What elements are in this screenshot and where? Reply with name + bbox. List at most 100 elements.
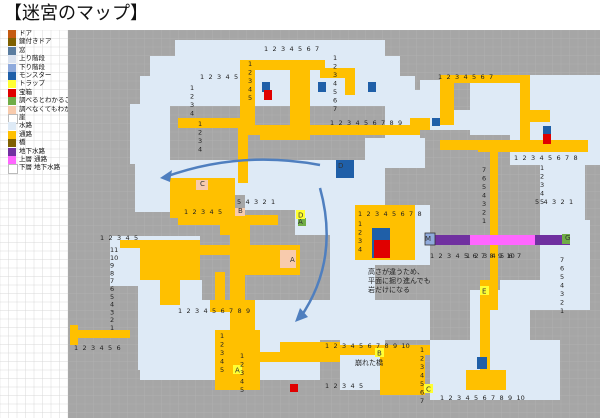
passage	[440, 75, 530, 83]
grid-number: 2	[475, 252, 479, 260]
passage	[70, 325, 78, 345]
grid-number: 3	[347, 119, 351, 127]
trap-label: B	[377, 350, 382, 358]
grid-number: 6	[420, 389, 424, 397]
grid-number: 4	[198, 146, 202, 154]
passage	[490, 140, 498, 310]
trap-icon	[296, 210, 305, 219]
grid-number: 1	[330, 119, 334, 127]
passage	[140, 240, 200, 280]
underground-waterway-icon	[8, 147, 16, 156]
grid-number: 2	[449, 394, 453, 402]
passage	[520, 118, 530, 148]
grid-number: 5	[237, 198, 241, 206]
grid-number: 2	[367, 210, 371, 218]
grid-number: 3	[91, 344, 95, 352]
grid-number: 3	[240, 369, 244, 377]
grid-number: 2	[248, 69, 252, 77]
trap-icon	[233, 365, 242, 374]
monster-icon	[262, 82, 270, 92]
grid-number: 2	[334, 382, 338, 390]
stairs-up-icon	[8, 55, 16, 64]
grid-number: 4	[492, 252, 496, 260]
grid-number: 2	[333, 63, 337, 71]
grid-number: 2	[540, 173, 544, 181]
waterway-icon	[8, 122, 16, 131]
grid-number: 1	[325, 382, 329, 390]
grid-number: 2	[263, 198, 267, 206]
grid-number: 3	[482, 200, 486, 208]
grid-number: 2	[190, 93, 194, 101]
grid-number: 2	[110, 316, 114, 324]
trap-icon	[424, 384, 433, 393]
grid-number: 8	[390, 119, 394, 127]
trap-label: E	[482, 288, 486, 296]
passage	[220, 210, 230, 235]
grid-number: 2	[220, 341, 224, 349]
grid-number: 3	[420, 363, 424, 371]
grid-number: 3	[483, 252, 487, 260]
map-marker-label: B	[238, 207, 243, 215]
passage	[520, 75, 530, 115]
bridge-icon	[8, 139, 16, 148]
grid-number: 5	[500, 252, 504, 260]
passage-icon	[8, 130, 16, 139]
grid-number: 4	[126, 234, 130, 242]
passage	[415, 350, 425, 390]
visible-info-icon	[8, 105, 16, 114]
passage	[240, 300, 255, 340]
grid-number: 5	[364, 119, 368, 127]
monster-icon	[318, 82, 326, 92]
grid-number: 5	[359, 382, 363, 390]
grid-number: 8	[385, 342, 389, 350]
visible-info-icon	[280, 250, 296, 268]
map-marker-label: A	[298, 218, 303, 226]
grid-number: 5	[482, 183, 486, 191]
grid-number: 10	[517, 394, 525, 402]
grid-number: 3	[248, 77, 252, 85]
grid-number: 10	[507, 252, 515, 260]
grid-number: 3	[110, 308, 114, 316]
passage	[170, 208, 230, 218]
grid-number: 9	[246, 307, 250, 315]
grid-number: 5	[218, 208, 222, 216]
grid-number: 3	[198, 137, 202, 145]
passage	[70, 330, 130, 338]
grid-number: 3	[342, 382, 346, 390]
grid-number: 4	[540, 154, 544, 162]
grid-number: 6	[473, 252, 477, 260]
passage	[160, 275, 180, 305]
grid-number: 2	[273, 45, 277, 53]
treasure-chest-icon	[374, 240, 390, 258]
grid-number: 4	[226, 73, 230, 81]
grid-number: 7	[420, 397, 424, 405]
grid-number: 5	[359, 342, 363, 350]
grid-number: 6	[117, 344, 121, 352]
grid-number: 1	[190, 84, 194, 92]
grid-number: 6	[110, 285, 114, 293]
passage	[345, 75, 355, 95]
grid-number: 6	[368, 342, 372, 350]
upper-passage-icon	[8, 156, 16, 164]
visible-info-icon	[196, 180, 208, 190]
grid-number: 5	[110, 293, 114, 301]
grid-number: 2	[447, 73, 451, 81]
grid-number: 2	[420, 355, 424, 363]
grid-number: 4	[110, 301, 114, 309]
grid-number: 1	[440, 394, 444, 402]
trap-icon	[480, 286, 489, 295]
clue-icon	[8, 97, 16, 106]
legend-label: 鍵付きドア	[19, 37, 52, 46]
grid-number: 3	[117, 234, 121, 242]
grid-number: 6	[373, 119, 377, 127]
grid-number: 7	[491, 394, 495, 402]
grid-number: 5	[234, 73, 238, 81]
grid-number: 7	[489, 73, 493, 81]
grid-number: 1	[198, 120, 202, 128]
trap-icon	[375, 348, 384, 357]
legend-label: 調べるとわかること	[19, 96, 78, 105]
grid-number: 5	[220, 366, 224, 374]
grid-number: 7	[482, 166, 486, 174]
grid-number: 1	[466, 252, 470, 260]
